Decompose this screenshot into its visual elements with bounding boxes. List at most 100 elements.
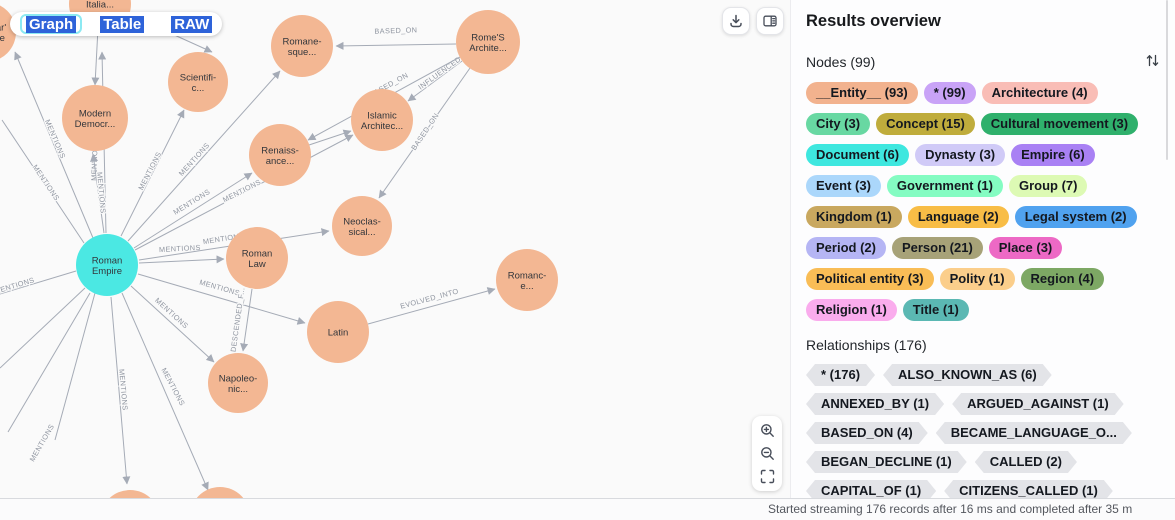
zoom-in-button[interactable] <box>755 419 779 442</box>
node-label-badge[interactable]: * (99) <box>923 82 976 104</box>
relationship-type-badge[interactable]: CITIZENS_CALLED (1) <box>944 480 1113 498</box>
node-label: te <box>0 33 5 44</box>
node-label-badge[interactable]: Title (1) <box>902 299 969 321</box>
sort-icon[interactable] <box>1145 53 1160 71</box>
relationship-type-badge[interactable]: BECAME_LANGUAGE_O... <box>936 422 1132 444</box>
edge-label: INFLUENCED <box>416 54 462 91</box>
graph-edge[interactable] <box>14 51 94 239</box>
node-label-badge[interactable]: Place (3) <box>988 237 1063 259</box>
graph-edge[interactable] <box>240 288 253 352</box>
node-label-badge[interactable]: Government (1) <box>886 175 1003 197</box>
node-label: Democr... <box>75 119 116 130</box>
toggle-side-panel-button[interactable] <box>756 7 784 35</box>
node-label-badge[interactable]: Document (6) <box>806 144 910 166</box>
graph-edge[interactable] <box>130 285 215 363</box>
graph-edge[interactable] <box>335 41 457 50</box>
relationship-type-badge[interactable]: ALSO_KNOWN_AS (6) <box>883 364 1052 386</box>
graph-edge[interactable] <box>367 287 496 325</box>
graph-edge[interactable] <box>54 292 96 441</box>
node-label-badge[interactable]: Group (7) <box>1008 175 1088 197</box>
graph-node-islamic-architecture[interactable] <box>351 89 413 151</box>
graph-edge[interactable] <box>137 273 306 325</box>
graph-node-roman-law[interactable] <box>226 227 288 289</box>
relationship-type-badge[interactable]: ANNEXED_BY (1) <box>806 393 944 415</box>
node-label: sical... <box>349 227 376 238</box>
graph-edge[interactable] <box>127 70 281 242</box>
graph-edge[interactable] <box>120 109 185 237</box>
node-label-badge[interactable]: Legal system (2) <box>1014 206 1137 228</box>
node-label: Roman <box>242 249 273 260</box>
node-label-badge[interactable]: Religion (1) <box>806 299 897 321</box>
graph-node-bottom-partial-2[interactable] <box>190 487 250 498</box>
node-label-badge[interactable]: Dynasty (3) <box>915 144 1006 166</box>
graph-node-romanesque[interactable] <box>271 15 333 77</box>
relationship-type-badge[interactable]: * (176) <box>806 364 875 386</box>
node-label-badge[interactable]: Period (2) <box>806 237 886 259</box>
graph-edge[interactable] <box>0 287 86 369</box>
edge-label: BASED_ON <box>374 25 417 35</box>
graph-edge[interactable] <box>90 153 105 234</box>
edge-label: MENTIONS <box>159 366 187 407</box>
relationship-type-badge[interactable]: CALLED (2) <box>975 451 1077 473</box>
graph-edge[interactable] <box>1 119 85 244</box>
relationship-type-badge[interactable]: CAPITAL_OF (1) <box>806 480 936 498</box>
graph-node-modern-democracy[interactable] <box>62 85 128 151</box>
graph-node-latin[interactable] <box>307 301 369 363</box>
node-label-badge[interactable]: Concept (15) <box>876 113 975 135</box>
graph-node-scientific[interactable] <box>168 52 228 112</box>
graph-edge[interactable] <box>308 129 352 146</box>
graph-node-napoleonic[interactable] <box>208 353 268 413</box>
node-label-badge[interactable]: City (3) <box>806 113 871 135</box>
graph-edge[interactable] <box>133 172 253 249</box>
graph-edge[interactable] <box>134 134 354 251</box>
graph-edge[interactable] <box>378 67 471 199</box>
relationship-type-badge[interactable]: BASED_ON (4) <box>806 422 928 444</box>
graph-node-neoclassical[interactable] <box>332 196 392 256</box>
graph-edge[interactable] <box>0 270 77 297</box>
node-label-badge[interactable]: Region (4) <box>1020 268 1105 290</box>
tab-raw[interactable]: RAW <box>171 15 213 33</box>
fit-to-screen-button[interactable] <box>755 465 779 488</box>
graph-node-roman-empire[interactable] <box>76 234 138 296</box>
graph-edge[interactable] <box>110 296 131 485</box>
node-label: Latin <box>328 328 349 339</box>
graph-node-renaissance[interactable] <box>249 124 311 186</box>
graph-edge[interactable] <box>121 292 209 491</box>
tab-table[interactable]: Table <box>100 15 145 33</box>
zoom-in-icon <box>760 424 774 437</box>
node-label-badge[interactable]: Kingdom (1) <box>806 206 902 228</box>
graph-node-romance[interactable] <box>496 249 558 311</box>
results-overview-panel: Results overview Nodes (99) __Entity__ (… <box>790 0 1175 498</box>
edge-label: MENTIONS <box>159 243 201 254</box>
relationship-type-badge[interactable]: ARGUED_AGAINST (1) <box>952 393 1124 415</box>
node-label-badge[interactable]: __Entity__ (93) <box>806 82 918 104</box>
graph-edge[interactable] <box>7 292 91 433</box>
node-label: ar' <box>0 23 6 34</box>
node-label-badge[interactable]: Architecture (4) <box>981 82 1098 104</box>
graph-node-romes-architecture[interactable] <box>456 10 520 74</box>
edge-label: MENTIONS <box>136 150 163 191</box>
node-label-badge[interactable]: Polity (1) <box>939 268 1015 290</box>
node-label: Modern <box>79 109 111 120</box>
tab-graph[interactable]: Graph <box>26 15 77 33</box>
node-label-badge[interactable]: Empire (6) <box>1011 144 1095 166</box>
download-button[interactable] <box>722 7 750 35</box>
graph-edge[interactable] <box>407 60 463 102</box>
node-label-badge[interactable]: Event (3) <box>806 175 881 197</box>
zoom-out-button[interactable] <box>755 442 779 465</box>
node-label-badge[interactable]: Person (21) <box>891 237 983 259</box>
panel-scrollbar[interactable] <box>1166 0 1168 160</box>
nodes-header: Nodes (99) <box>806 54 876 70</box>
node-label: Empire <box>92 266 122 277</box>
view-tab-bar: Graph Table RAW <box>10 12 223 36</box>
node-label: Napoleo- <box>219 374 258 385</box>
node-label-badge[interactable]: Political entity (3) <box>806 268 934 290</box>
edge-label: MENTIONS <box>153 296 190 331</box>
graph-node-bottom-partial-1[interactable] <box>100 490 160 498</box>
node-label-badge[interactable]: Cultural movement (3) <box>980 113 1139 135</box>
graph-edge[interactable] <box>138 255 225 264</box>
relationship-type-badge[interactable]: BEGAN_DECLINE (1) <box>806 451 967 473</box>
graph-edge[interactable] <box>91 27 100 86</box>
node-label-badge[interactable]: Language (2) <box>907 206 1009 228</box>
